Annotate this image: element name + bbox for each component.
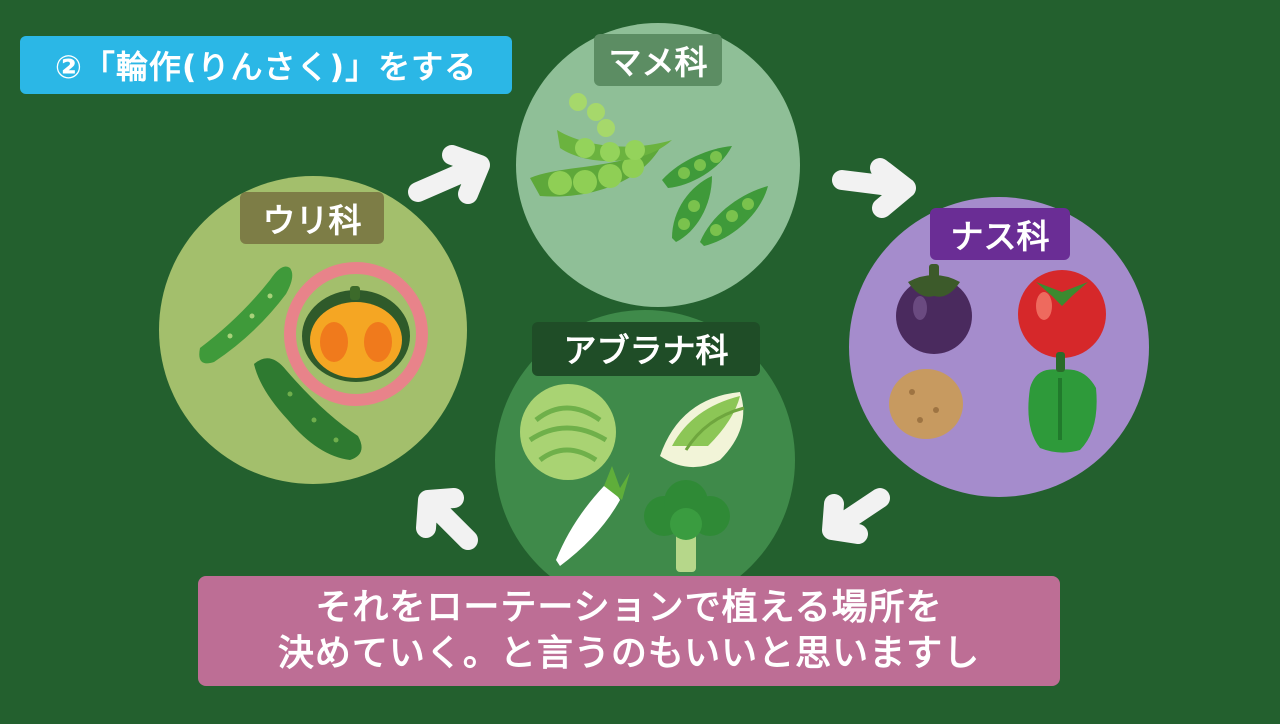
cabbage-icon (520, 384, 616, 480)
label-uri: ウリ科 (240, 192, 384, 244)
cycle-arrow-icon (408, 145, 916, 550)
label-aburana-text: アブラナ科 (564, 331, 729, 370)
highlight-ring (284, 262, 428, 406)
arrow-nasu-to-aburana (822, 488, 890, 544)
label-nasu: ナス科 (930, 208, 1070, 260)
label-mame: マメ科 (594, 34, 722, 86)
eggplant-icon (896, 264, 972, 354)
caption-line-1: それをローテーションで植える場所を (315, 587, 943, 628)
broccoli-icon (644, 480, 730, 572)
bell-pepper-icon (1028, 352, 1097, 453)
subtitle-caption: それをローテーションで植える場所を 決めていく。と言うのもいいと思いますし (198, 576, 1060, 686)
daikon-icon (556, 466, 630, 566)
section-title: ②「輪作(りんさく)」をする (20, 36, 512, 94)
potato-icon (889, 369, 963, 439)
napa-cabbage-icon (660, 392, 745, 468)
arrow-aburana-to-uri (416, 488, 478, 550)
label-mame-text: マメ科 (609, 43, 708, 82)
label-nasu-text: ナス科 (951, 217, 1050, 256)
pea-pod-icon (530, 93, 768, 246)
label-aburana: アブラナ科 (532, 322, 760, 376)
mame-circle (516, 23, 800, 307)
zucchini-icon (254, 358, 362, 460)
tomato-icon (1018, 270, 1106, 358)
pumpkin-icon (284, 262, 428, 406)
label-uri-text: ウリ科 (263, 201, 362, 240)
caption-line-2: 決めていく。と言うのもいいと思いますし (277, 633, 981, 674)
cucumber-icon (199, 266, 293, 364)
arrow-mame-to-nasu (832, 158, 916, 218)
arrow-uri-to-mame (408, 145, 490, 204)
